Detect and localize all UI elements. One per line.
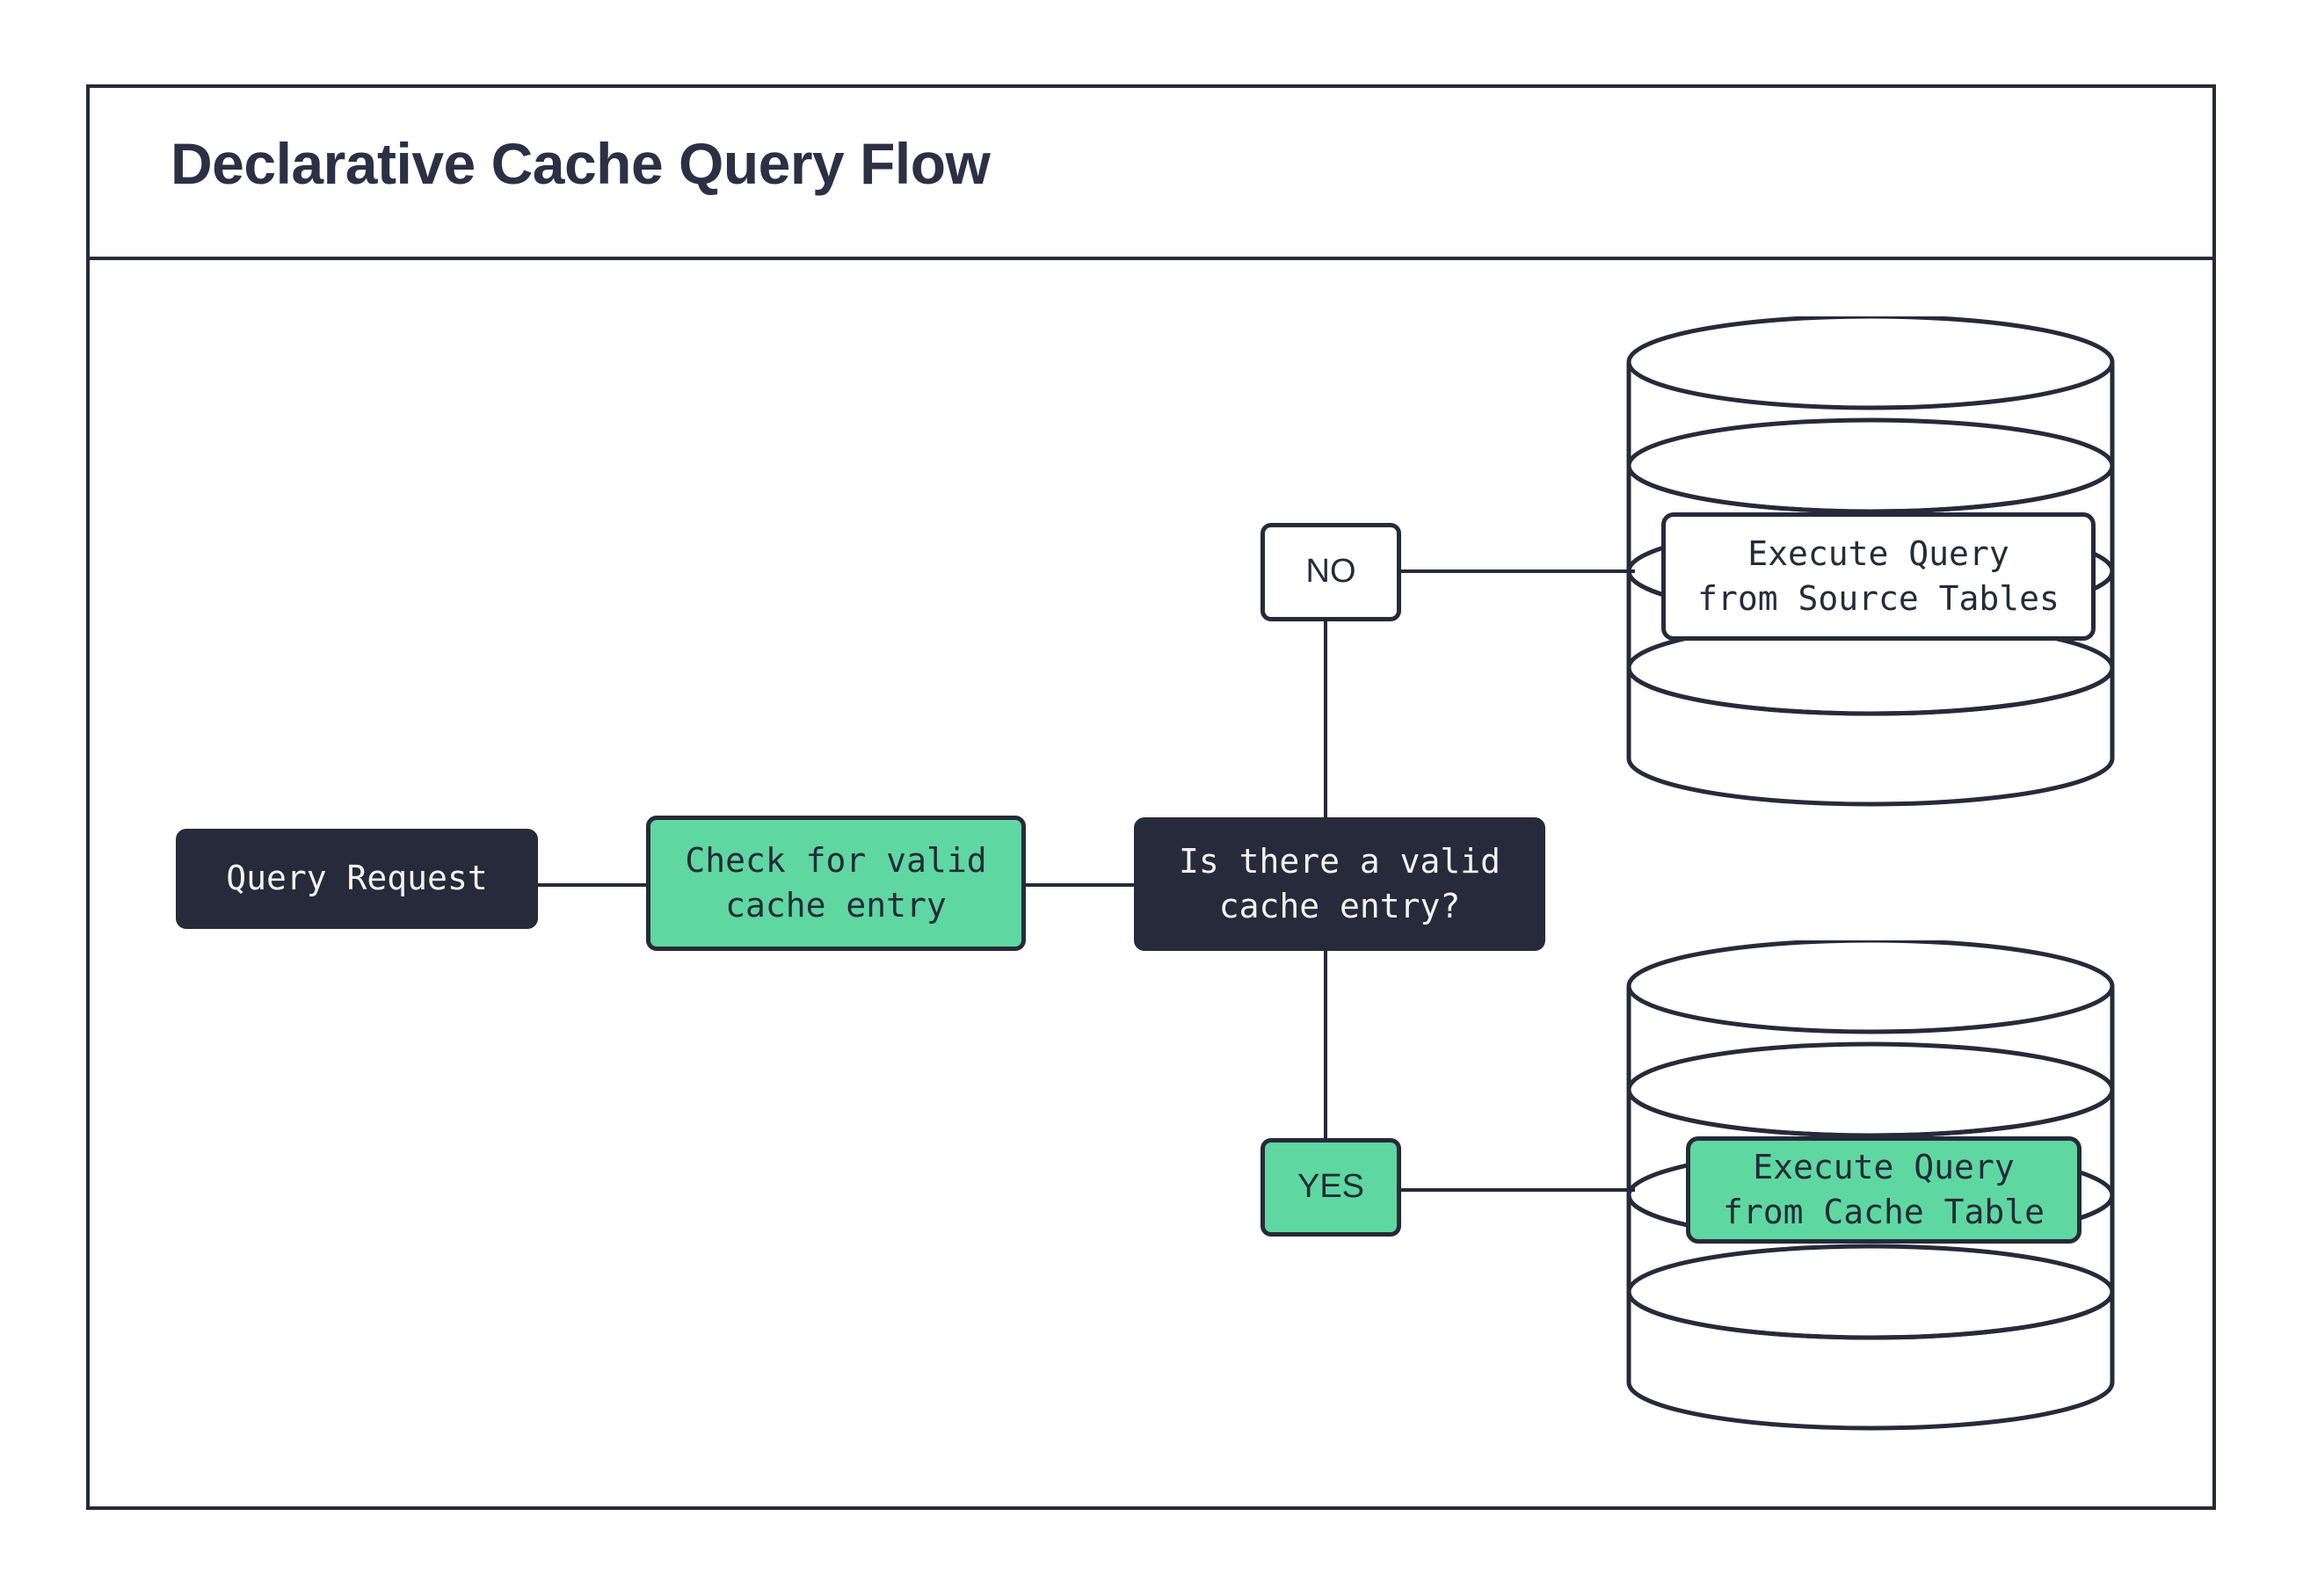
- node-execute-query-cache-table[interactable]: Execute Query from Cache Table: [1686, 1136, 2081, 1244]
- edge-check-to-decision: [1023, 883, 1136, 887]
- page-title: Declarative Cache Query Flow: [171, 131, 991, 196]
- diagram-frame: [86, 84, 2216, 1510]
- edge-query-to-check: [536, 883, 649, 887]
- node-query-request[interactable]: Query Request: [176, 829, 538, 929]
- edge-yes-to-cache-db: [1399, 1188, 1635, 1192]
- node-check-cache-entry[interactable]: Check for valid cache entry: [646, 816, 1026, 951]
- node-branch-yes[interactable]: YES: [1260, 1138, 1401, 1237]
- edge-no-to-source-db: [1399, 569, 1635, 573]
- node-branch-no[interactable]: NO: [1260, 523, 1401, 621]
- node-execute-query-source-tables[interactable]: Execute Query from Source Tables: [1661, 512, 2096, 641]
- title-bar: Declarative Cache Query Flow: [86, 84, 2216, 260]
- node-decision-valid-cache-entry[interactable]: Is there a valid cache entry?: [1134, 817, 1545, 951]
- edge-decision-to-no: [1324, 620, 1327, 820]
- edge-decision-to-yes: [1324, 949, 1327, 1141]
